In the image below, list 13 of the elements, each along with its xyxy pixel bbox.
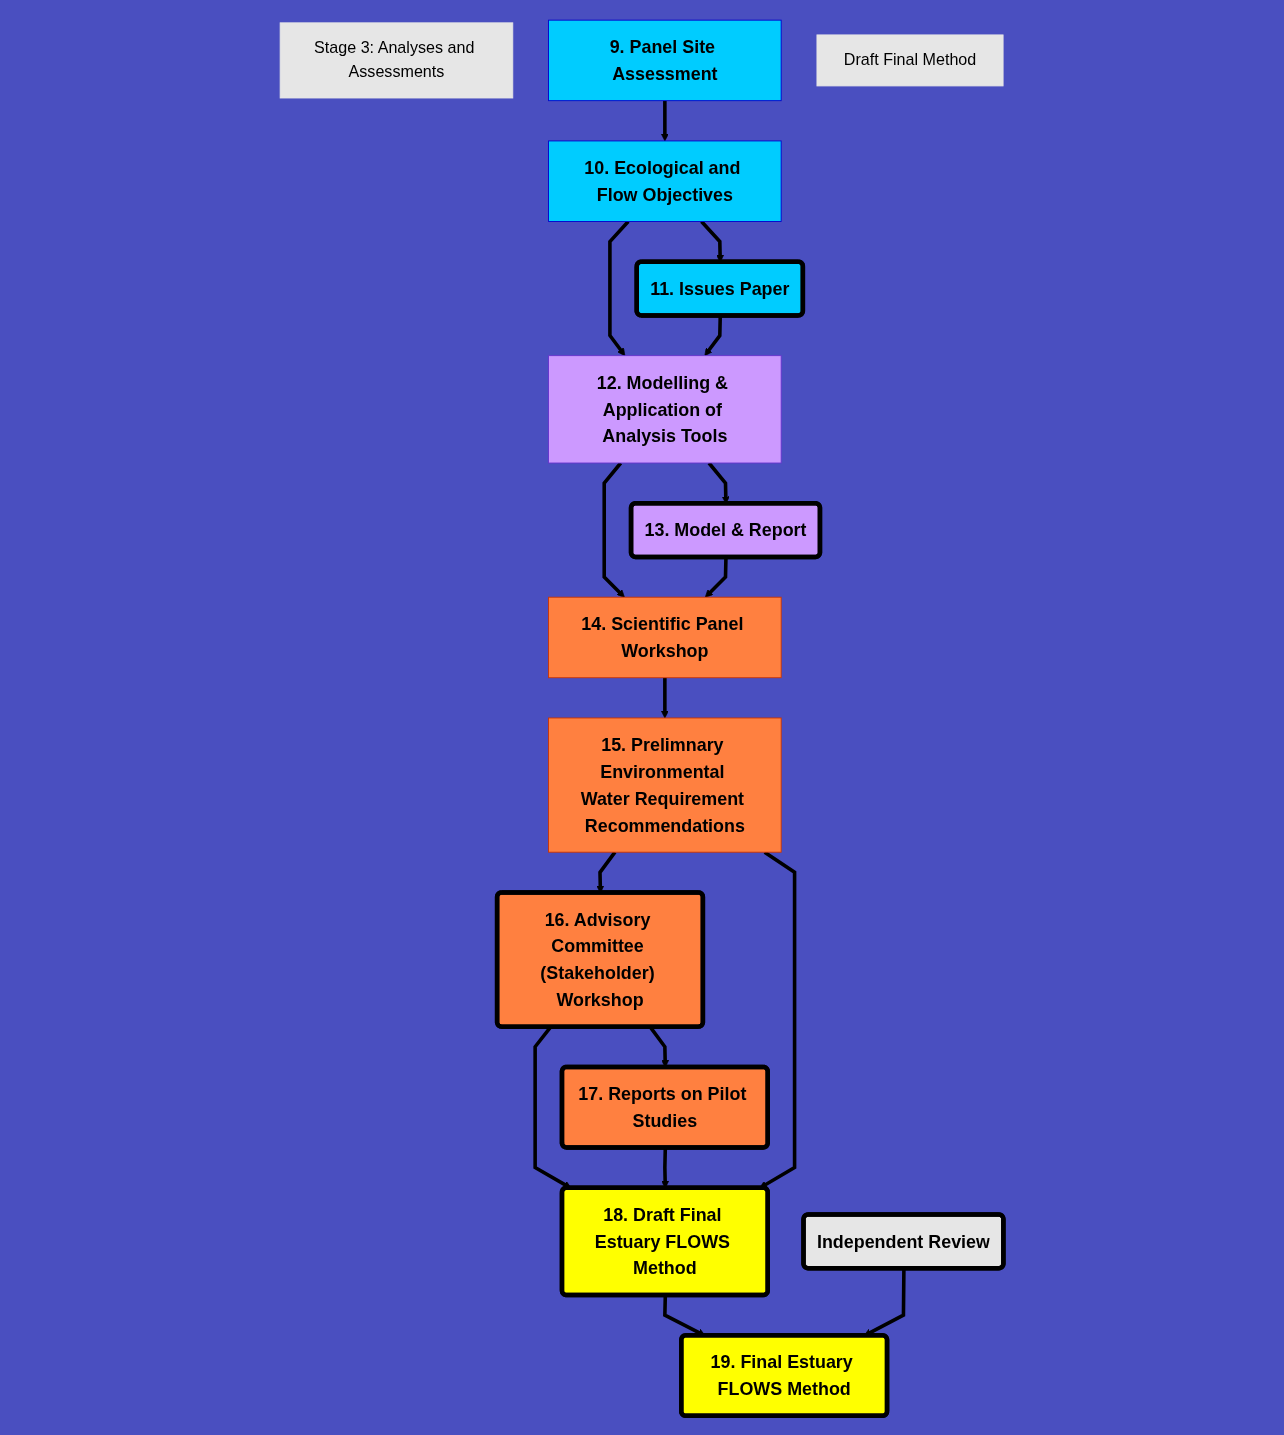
node-box: 14. Scientific Panel Workshop	[548, 596, 782, 678]
arrow	[608, 219, 630, 356]
node-box: 12. Modelling & Application of Analysis Tools	[548, 354, 782, 463]
node-box: 9. Panel Site Assessment	[548, 19, 782, 101]
node-box: Stage 3: Analyses and Assessments	[279, 21, 514, 98]
arrow	[759, 850, 797, 1188]
arrow	[704, 315, 723, 356]
arrow	[661, 677, 670, 718]
node-box: Draft Final Method	[816, 34, 1004, 86]
arrow	[661, 100, 670, 141]
node-box: 10. Ecological and Flow Objectives	[548, 140, 782, 222]
node-box: 15. Prelimnary Environmental Water Requirement Recommendations	[548, 717, 782, 853]
arrow	[602, 461, 625, 598]
